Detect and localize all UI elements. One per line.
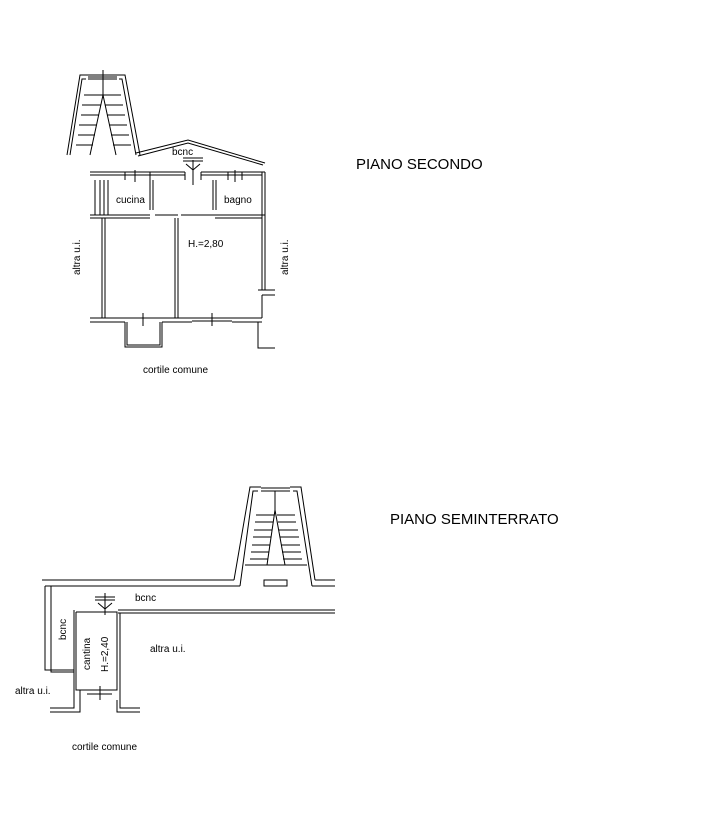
balcony [124, 322, 163, 348]
roof-line [135, 139, 266, 166]
staircase-lower [233, 486, 316, 587]
drain-symbol-upper [183, 157, 203, 171]
label-bagno: bagno [224, 195, 252, 206]
title-piano-secondo: PIANO SECONDO [356, 156, 483, 173]
label-bcnc-upper: bcnc [172, 147, 193, 158]
upper-walls [90, 160, 275, 349]
label-altra-ui-left-lower: altra u.i. [15, 686, 51, 697]
label-cortile-lower: cortile comune [72, 742, 137, 753]
label-cantina: cantina [82, 637, 93, 670]
drain-symbol-lower [95, 593, 115, 615]
label-altra-ui-right: altra u.i. [280, 239, 291, 275]
lower-walls [42, 579, 335, 713]
label-height-lower: H.=2,40 [100, 636, 111, 672]
lower-plan: PIANO SEMINTERRATO bcnc bcnc cantina H.=… [15, 486, 559, 753]
upper-plan: PIANO SECONDO bcnc cucina bagno H.=2,80 … [66, 70, 483, 376]
label-bcnc-corridor: bcnc [135, 593, 156, 604]
label-cortile-upper: cortile comune [143, 365, 208, 376]
label-altra-ui-left: altra u.i. [72, 239, 83, 275]
staircase-upper [66, 70, 141, 156]
label-height-upper: H.=2,80 [188, 239, 224, 250]
label-cucina: cucina [116, 195, 145, 206]
label-bcnc-side: bcnc [58, 619, 69, 640]
label-altra-ui-right-lower: altra u.i. [150, 644, 186, 655]
title-piano-seminterrato: PIANO SEMINTERRATO [390, 511, 559, 528]
